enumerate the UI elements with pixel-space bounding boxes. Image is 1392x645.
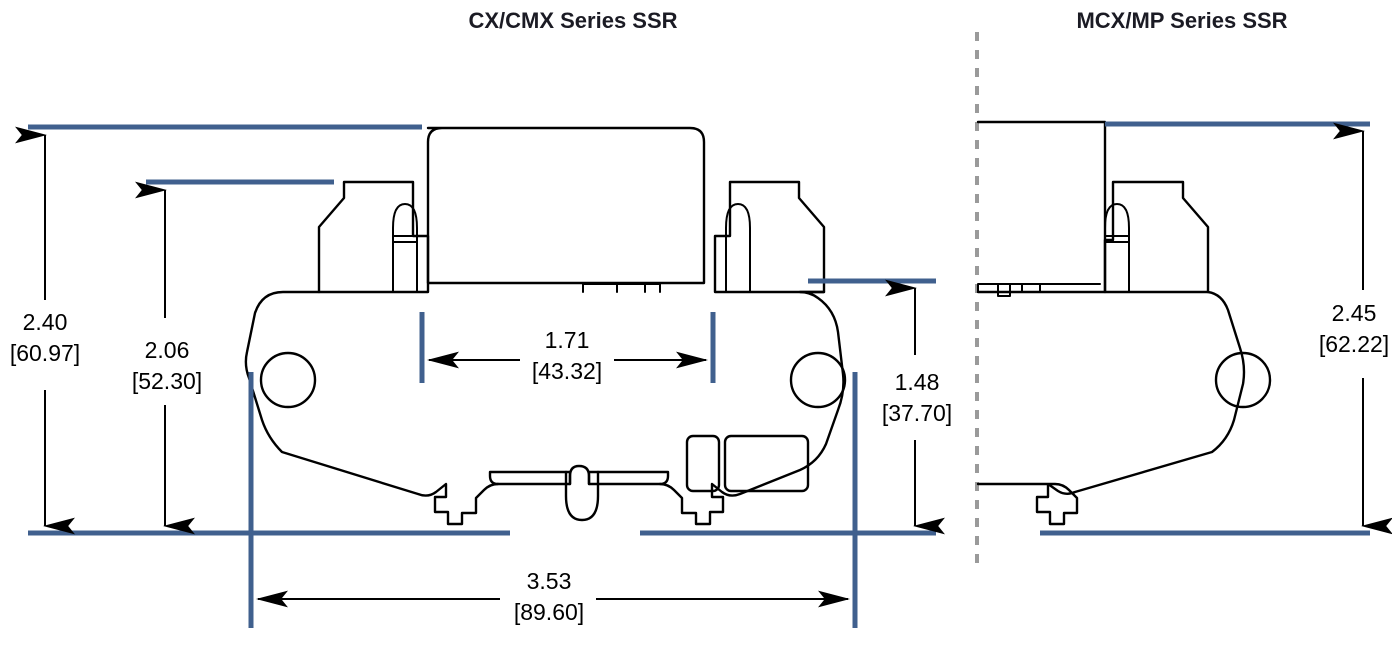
label-body-height-inch: 2.06 [145,337,190,363]
label-center-width-inch: 1.71 [545,327,590,353]
feature-box-small [685,434,721,493]
label-base-height-inch: 1.48 [895,369,940,395]
din-channel-right [587,470,670,486]
right-terminal-screw [725,203,751,293]
right-part-mounting-hole [1214,351,1272,409]
label-overall-height-inch: 2.40 [23,309,68,335]
right-housing-base-line [977,283,1101,293]
feature-box-large [723,434,810,493]
right-part-drawing [976,120,1272,526]
left-part-drawing [244,126,847,526]
right-mounting-hole [789,351,847,409]
right-slot-notch [997,283,1011,297]
extension-lines [28,121,1370,628]
right-lower-chassis [976,290,1246,526]
label-right-height-inch: 2.45 [1332,300,1377,326]
label-overall-width-inch: 3.53 [527,568,572,594]
bottom-slot-bridge [582,283,661,293]
label-center-width-mm: [43.32] [532,358,602,384]
right-terminal-block [713,180,826,294]
label-overall-width-mm: [89.60] [514,599,584,625]
right-part-terminal-block [1103,180,1210,294]
label-base-height-mm: [37.70] [882,400,952,426]
right-upper-housing [976,120,1107,294]
dimension-lines [15,122,1392,608]
left-terminal-block [317,180,430,294]
right-part-screw [1104,203,1130,293]
left-mounting-hole [259,351,317,409]
label-overall-height-mm: [60.97] [10,340,80,366]
title-right: MCX/MP Series SSR [1076,8,1287,33]
label-right-height-mm: [62.22] [1319,331,1389,357]
title-left: CX/CMX Series SSR [468,8,677,33]
left-terminal-screw [392,203,418,293]
label-body-height-mm: [52.30] [132,368,202,394]
left-upper-housing [426,126,706,285]
din-center-notch [564,470,600,522]
dimension-labels: 2.40 [60.97] 2.06 [52.30] 1.71 [43.32] 1… [10,300,1389,625]
din-channel-left [488,470,572,486]
